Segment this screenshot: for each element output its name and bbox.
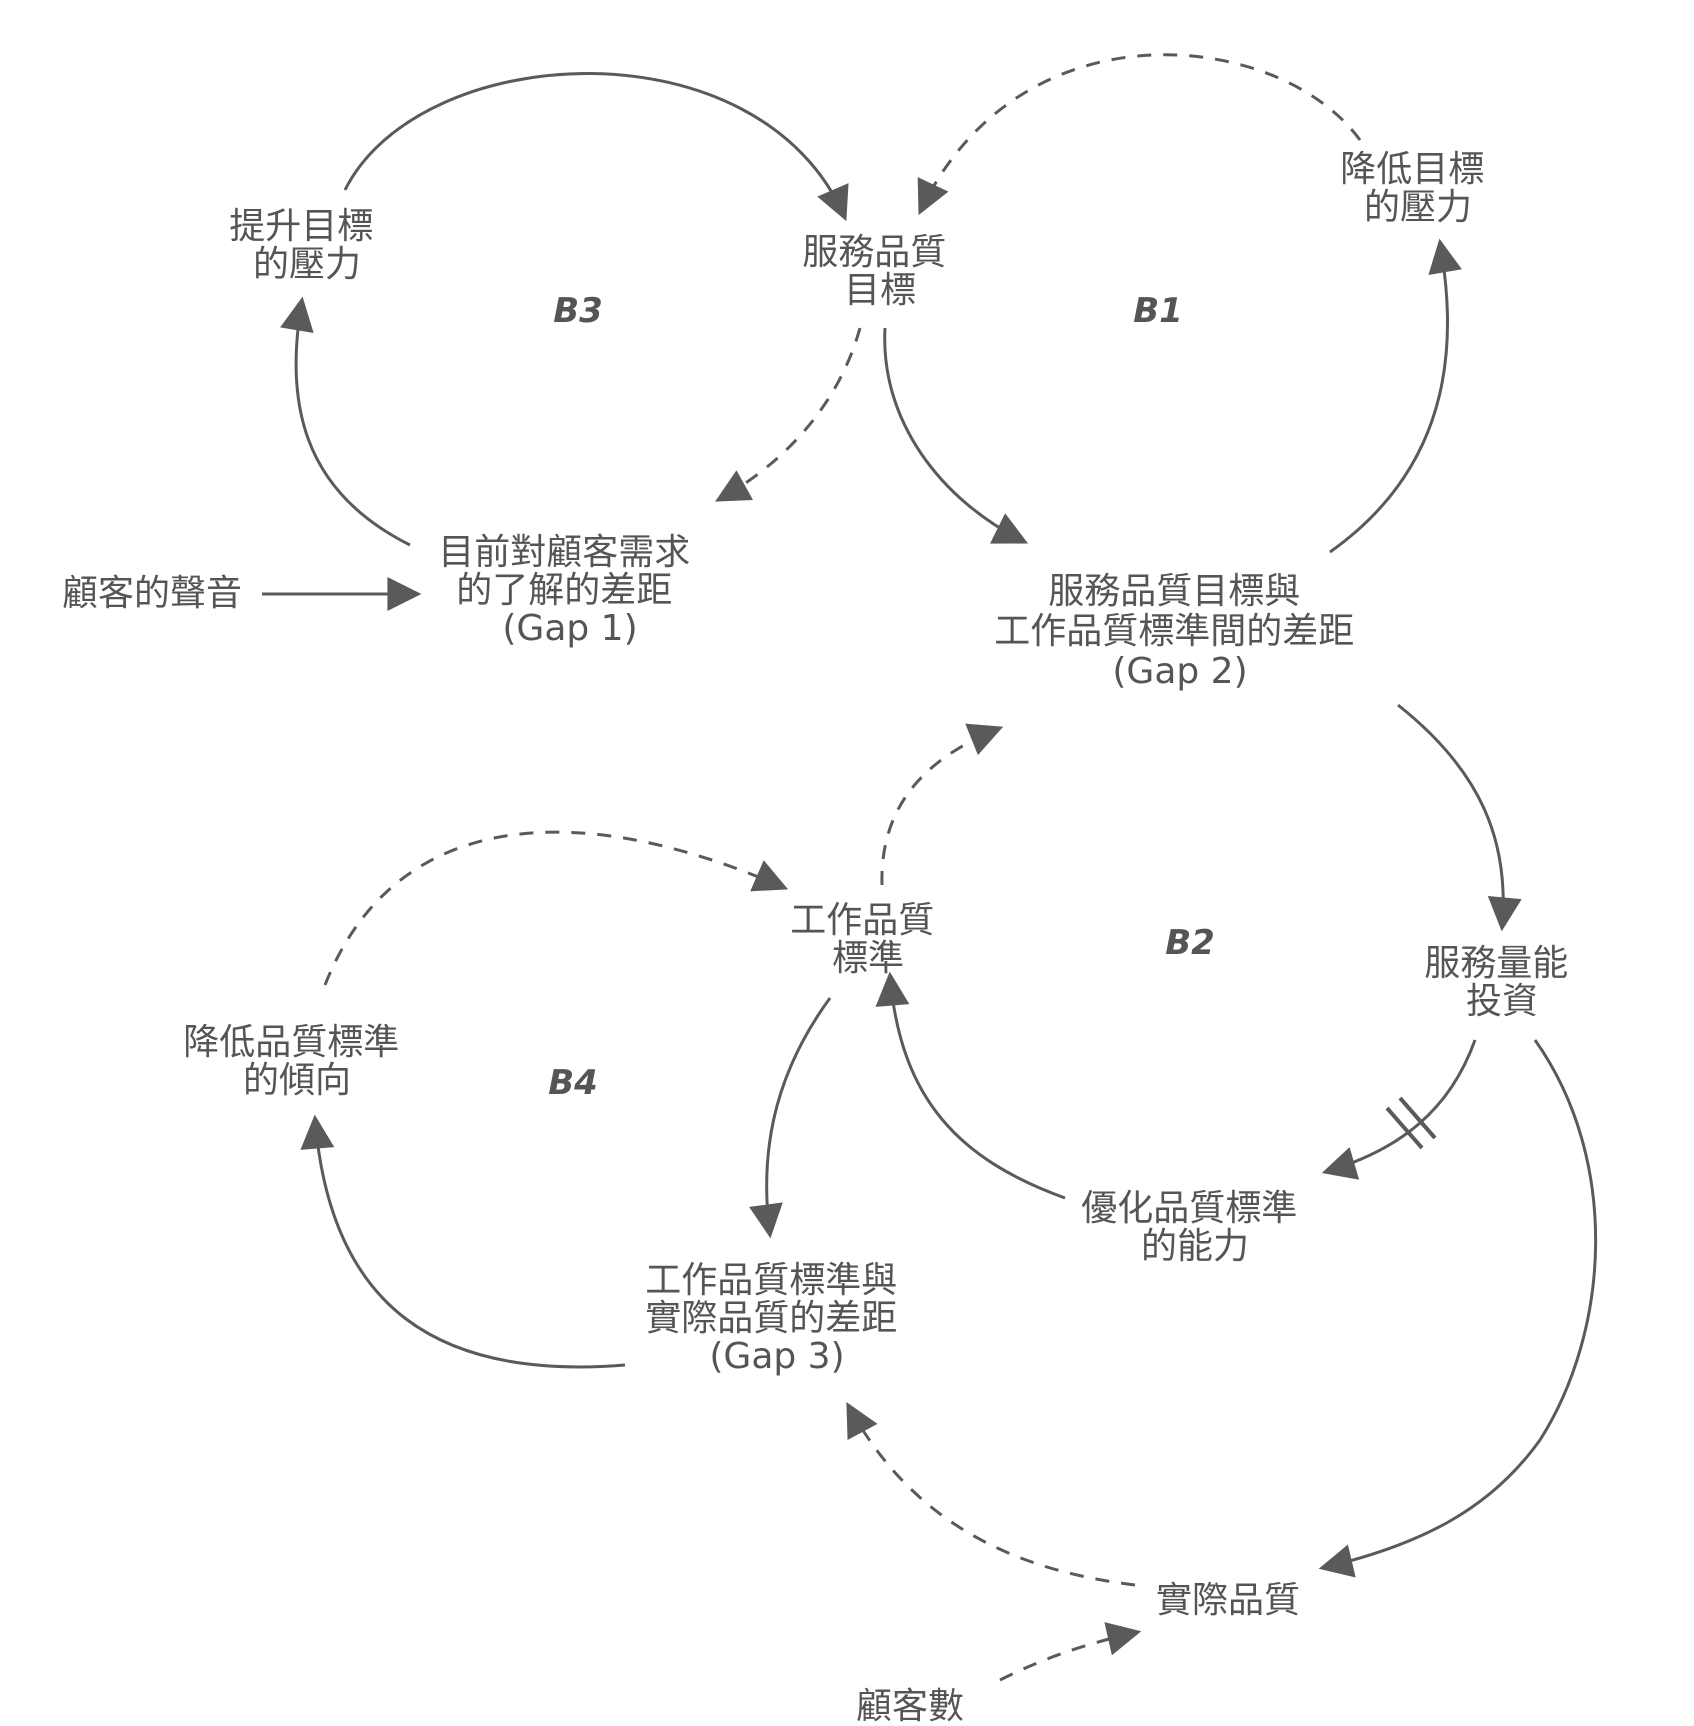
- loop-label-b4: B4: [548, 1063, 598, 1103]
- node-gap2: 服務品質目標與 工作品質標準間的差距 (Gap 2): [994, 571, 1365, 692]
- node-actual-quality-line1: 實際品質: [1156, 1580, 1300, 1621]
- node-capacity-investment-line2: 投資: [1466, 981, 1538, 1022]
- edge-work-standard-to-gap2: [880, 723, 1004, 886]
- node-work-standard: 工作品質 標準: [790, 900, 945, 979]
- node-gap3: 工作品質標準與 實際品質的差距 (Gap 3): [645, 1260, 908, 1377]
- node-capacity-investment: 服務量能 投資: [1424, 943, 1579, 1022]
- node-lower-standard-tendency-line1: 降低品質標準: [183, 1022, 399, 1063]
- node-service-target: 服務品質 目標: [802, 232, 957, 311]
- node-work-standard-line2: 標準: [832, 938, 904, 979]
- node-capacity-investment-line1: 服務量能: [1424, 943, 1568, 984]
- edge-raise-pressure-to-service-target: [343, 72, 849, 222]
- edge-service-target-to-gap2: [883, 327, 1029, 544]
- edge-gap2-to-capacity-investment: [1397, 703, 1522, 932]
- node-customer-count-line1: 顧客數: [856, 1686, 964, 1726]
- node-improve-ability-line1: 優化品質標準: [1081, 1188, 1297, 1229]
- node-lower-standard-tendency: 降低品質標準 的傾向: [183, 1022, 410, 1101]
- edge-service-target-to-gap1: [715, 327, 862, 502]
- edge-customer-count-to-actual-quality: [999, 1622, 1142, 1682]
- node-gap3-line1: 工作品質標準與: [645, 1260, 897, 1301]
- node-lower-standard-tendency-line2: 的傾向: [243, 1060, 351, 1101]
- node-raise-pressure-line2: 的壓力: [253, 244, 361, 285]
- edge-lower-target-pressure-to-service-target: [917, 53, 1362, 216]
- node-gap2-line2: 工作品質標準間的差距: [994, 611, 1354, 652]
- loop-label-b3: B3: [553, 291, 603, 331]
- node-lower-target-pressure-line1: 降低目標: [1340, 149, 1484, 190]
- node-work-standard-line1: 工作品質: [790, 900, 934, 941]
- node-actual-quality: 實際品質: [1156, 1580, 1300, 1621]
- loop-label-b2: B2: [1165, 923, 1215, 963]
- edge-gap3-to-lower-standard-tendency: [300, 1114, 626, 1369]
- node-customer-count: 顧客數: [856, 1686, 964, 1726]
- node-service-target-line1: 服務品質: [802, 232, 946, 273]
- node-gap3-line2: 實際品質的差距: [645, 1298, 897, 1339]
- edge-work-standard-to-gap3: [749, 997, 832, 1239]
- edge-improve-ability-to-work-standard: [875, 971, 1066, 1200]
- node-gap2-line3: (Gap 2): [1112, 651, 1247, 692]
- edge-capacity-investment-to-actual-quality: [1318, 1039, 1598, 1578]
- node-customer-voice: 顧客的聲音: [62, 573, 242, 614]
- node-lower-target-pressure: 降低目標 的壓力: [1340, 149, 1495, 228]
- node-gap1-line2: 的了解的差距: [456, 570, 672, 611]
- loop-label-b1: B1: [1133, 291, 1183, 331]
- node-raise-pressure: 提升目標 的壓力: [229, 206, 384, 285]
- node-improve-ability: 優化品質標準 的能力: [1081, 1188, 1308, 1267]
- node-gap3-line3: (Gap 3): [709, 1336, 844, 1377]
- node-gap1: 目前對顧客需求 的了解的差距 (Gap 1): [438, 532, 701, 649]
- node-improve-ability-line2: 的能力: [1141, 1226, 1249, 1267]
- node-lower-target-pressure-line2: 的壓力: [1364, 187, 1472, 228]
- delay-mark: [1385, 1096, 1437, 1150]
- edge-capacity-investment-to-improve-ability: [1321, 1039, 1477, 1180]
- node-service-target-line2: 目標: [844, 270, 916, 311]
- edge-gap2-to-lower-target-pressure: [1329, 238, 1462, 554]
- edge-lower-standard-tendency-to-work-standard: [323, 830, 789, 986]
- node-gap1-line3: (Gap 1): [502, 608, 637, 649]
- node-gap1-line1: 目前對顧客需求: [438, 532, 690, 573]
- node-raise-pressure-line1: 提升目標: [229, 206, 373, 247]
- edge-gap1-to-raise-pressure: [280, 296, 411, 547]
- node-gap2-line1: 服務品質目標與: [1048, 571, 1300, 612]
- edge-actual-quality-to-gap3: [846, 1402, 1136, 1587]
- node-customer-voice-line1: 顧客的聲音: [62, 573, 242, 614]
